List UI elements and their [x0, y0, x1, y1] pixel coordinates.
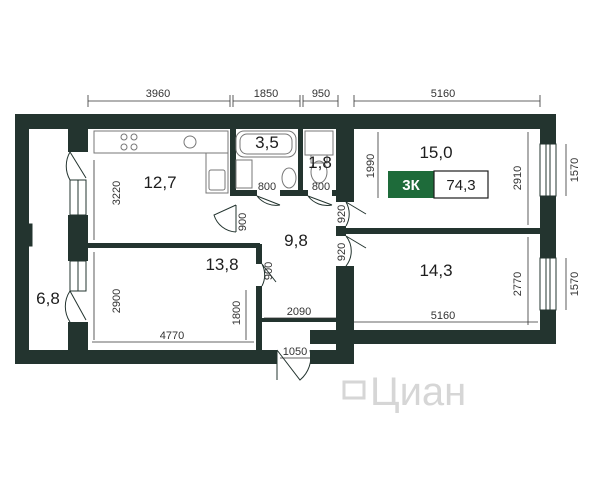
dim-bedroom-left-inner: 1800 — [231, 301, 243, 325]
dim-bedroom-tr-right: 2910 — [512, 166, 524, 190]
room-area-kitchen: 12,7 — [143, 173, 176, 192]
dim-hall-door-right-top: 920 — [336, 205, 348, 223]
watermark: Циан — [342, 370, 466, 414]
badge-rooms: 3К — [402, 177, 420, 194]
room-area-wc: 1,8 — [308, 153, 332, 172]
dim-window-top-right: 1570 — [569, 158, 581, 182]
kitchen-fixtures — [93, 130, 229, 194]
dim-top-bedroom: 5160 — [431, 88, 455, 100]
dim-top-kitchen: 3960 — [146, 88, 170, 100]
dim-top-wc: 950 — [312, 88, 330, 100]
room-area-balcony: 6,8 — [36, 289, 60, 308]
dim-bedroom-left-height: 2900 — [111, 289, 123, 313]
room-area-bath: 3,5 — [255, 133, 279, 152]
room-area-bedroom-left: 13,8 — [205, 255, 238, 274]
dim-top-bath: 1850 — [254, 88, 278, 100]
dim-bedroom-left-door: 900 — [263, 262, 275, 280]
dim-wc-door: 800 — [312, 181, 330, 193]
dim-hall-door-right-bottom: 920 — [336, 243, 348, 261]
watermark-text: Циан — [370, 370, 466, 414]
dimension-lines — [87, 95, 567, 359]
apartment-badge: 3К 74,3 — [388, 170, 489, 199]
dim-kitchen-height: 3220 — [111, 181, 123, 205]
dim-window-bottom-right: 1570 — [569, 272, 581, 296]
bath-fixtures — [235, 130, 334, 189]
dim-hall-door-left: 900 — [237, 213, 249, 231]
room-area-bedroom-bottom-right: 14,3 — [419, 261, 452, 280]
room-area-hall: 9,8 — [284, 231, 308, 250]
dim-bedroom-left-width: 4770 — [160, 330, 184, 342]
room-area-bedroom-top-right: 15,0 — [419, 143, 452, 162]
dim-bedroom-tr-left: 1990 — [365, 154, 377, 178]
dim-bedroom-br-height: 2770 — [512, 272, 524, 296]
dim-hall-width: 2090 — [287, 306, 311, 318]
badge-area: 74,3 — [446, 177, 475, 194]
walls — [15, 114, 556, 364]
dim-entrance-door: 1050 — [283, 346, 307, 358]
doors — [64, 151, 367, 381]
dim-bedroom-br-width: 5160 — [431, 310, 455, 322]
windows — [17, 129, 557, 350]
dim-bath-door: 800 — [258, 181, 276, 193]
